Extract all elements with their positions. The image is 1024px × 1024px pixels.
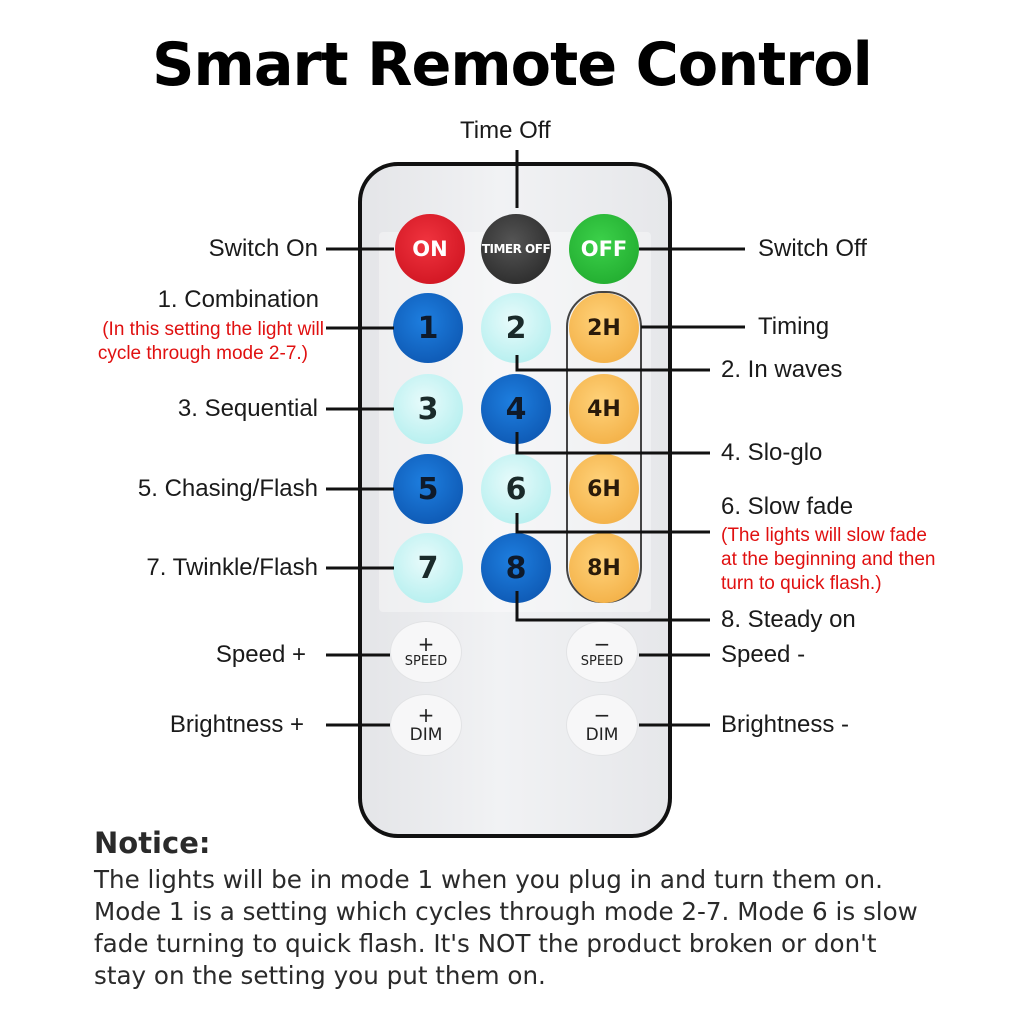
plus-icon: +: [417, 703, 435, 727]
label-twinkle: 7. Twinkle/Flash: [146, 554, 318, 581]
speed-label: SPEED: [404, 654, 448, 669]
mode-2-button[interactable]: 2: [481, 293, 551, 363]
dim-label: DIM: [585, 725, 619, 745]
off-button[interactable]: OFF: [569, 214, 639, 284]
timer-2h-button[interactable]: 2H: [569, 293, 639, 363]
note-combination-2: cycle through mode 2-7.): [97, 343, 308, 364]
label-switch-off: Switch Off: [758, 235, 867, 262]
label-in-waves: 2. In waves: [721, 356, 843, 383]
dim-minus-button[interactable]: − DIM: [566, 694, 638, 756]
label-brightness-plus: Brightness +: [169, 711, 304, 738]
timer-4h-button[interactable]: 4H: [569, 374, 639, 444]
dim-label: DIM: [409, 725, 443, 745]
label-slo-glo: 4. Slo-glo: [721, 439, 823, 466]
timer-8h-button[interactable]: 8H: [569, 533, 639, 603]
label-chasing: 5. Chasing/Flash: [137, 475, 318, 502]
note-slow-fade-1: (The lights will slow fade: [721, 525, 927, 546]
plus-icon: +: [417, 632, 435, 656]
notice-body: The lights will be in mode 1 when you pl…: [94, 864, 994, 992]
mode-4-button[interactable]: 4: [481, 374, 551, 444]
label-speed-minus: Speed -: [721, 641, 806, 668]
mode-3-button[interactable]: 3: [393, 374, 463, 444]
note-slow-fade-2: at the beginning and then: [721, 549, 936, 570]
page-title: Smart Remote Control: [152, 30, 873, 100]
mode-7-button[interactable]: 7: [393, 533, 463, 603]
notice-heading: Notice:: [94, 826, 211, 860]
minus-icon: −: [593, 632, 611, 656]
minus-icon: −: [593, 703, 611, 727]
mode-1-button[interactable]: 1: [393, 293, 463, 363]
label-switch-on: Switch On: [208, 235, 318, 262]
dim-plus-button[interactable]: + DIM: [390, 694, 462, 756]
note-combination-1: (In this setting the light will: [102, 319, 324, 340]
label-slow-fade: 6. Slow fade: [721, 493, 854, 520]
label-speed-plus: Speed +: [215, 641, 306, 668]
timer-6h-button[interactable]: 6H: [569, 454, 639, 524]
label-brightness-minus: Brightness -: [721, 711, 850, 738]
leader-slo-glo: [515, 432, 710, 455]
label-sequential: 3. Sequential: [177, 395, 318, 422]
speed-label: SPEED: [580, 654, 624, 669]
label-time-off: Time Off: [460, 117, 551, 144]
leader-steady-on: [515, 591, 710, 622]
speed-plus-button[interactable]: + SPEED: [390, 621, 462, 683]
leader-in-waves: [515, 355, 710, 372]
mode-5-button[interactable]: 5: [393, 454, 463, 524]
on-button[interactable]: ON: [395, 214, 465, 284]
leader-slow-fade: [515, 513, 710, 534]
notice-line: The lights will be in mode 1 when you pl…: [94, 865, 883, 894]
label-steady-on: 8. Steady on: [721, 606, 856, 633]
notice-line: Mode 1 is a setting which cycles through…: [94, 897, 918, 926]
mode-6-button[interactable]: 6: [481, 454, 551, 524]
notice-line: stay on the setting you put them on.: [94, 961, 546, 990]
timer-off-button[interactable]: TIMER OFF: [481, 214, 551, 284]
notice-line: fade turning to quick flash. It's NOT th…: [94, 929, 877, 958]
label-combination: 1. Combination: [157, 286, 319, 313]
label-timing: Timing: [758, 313, 830, 340]
note-slow-fade-3: turn to quick flash.): [721, 573, 882, 594]
